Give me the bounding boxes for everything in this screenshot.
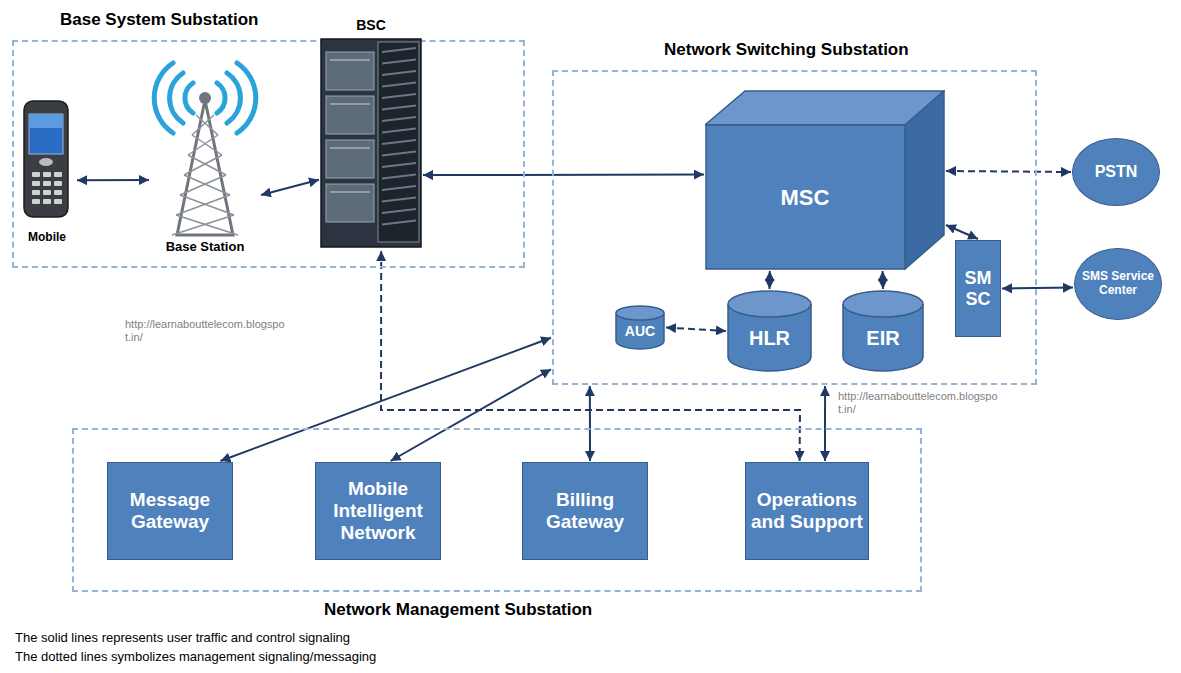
- node-label: PSTN: [1095, 163, 1138, 181]
- label-holder: EIR: [842, 318, 924, 358]
- illustration: [150, 55, 260, 240]
- connector: [391, 369, 551, 461]
- device-label: Base Station: [150, 239, 260, 254]
- node-label: AUC: [625, 323, 655, 339]
- node-label: Billing Gateway: [527, 489, 643, 533]
- region-heading: Base System Substation: [60, 10, 258, 30]
- node-label: SMS Service Center: [1081, 270, 1155, 298]
- connector: [589, 386, 591, 461]
- device-label: Mobile: [18, 230, 76, 244]
- label-holder: MSC: [705, 125, 905, 270]
- region-heading: Network Switching Substation: [664, 40, 909, 60]
- label-holder: AUC: [615, 321, 665, 342]
- legend-note: The dotted lines symbolizes management s…: [15, 649, 376, 665]
- device-label: BSC: [320, 17, 422, 33]
- bsc-cabinet: BSC: [320, 16, 422, 250]
- process-box: Message Gateway: [107, 462, 233, 560]
- database-cylinder: AUC: [615, 305, 665, 350]
- database-cylinder: HLR: [727, 290, 812, 372]
- msc-cube: MSC: [705, 90, 945, 270]
- legend-note: The solid lines represents user traffic …: [15, 630, 350, 646]
- connector: [882, 271, 884, 289]
- database-cylinder: EIR: [842, 290, 924, 372]
- connector: [769, 271, 771, 289]
- node-label: HLR: [749, 327, 790, 350]
- label-holder: HLR: [727, 318, 812, 358]
- node-label: Operations and Support: [750, 489, 864, 533]
- connector: [666, 328, 726, 332]
- connector: [824, 386, 826, 461]
- external-network-circle: SMS Service Center: [1074, 248, 1162, 320]
- substation-region: Network Switching SubstationMSCAUCHLREIR…: [552, 70, 1037, 385]
- connector: [946, 171, 1071, 172]
- substation-region: Base System SubstationMobileBase Station…: [12, 40, 525, 268]
- illustration: [320, 38, 422, 250]
- smsc-box: SM SC: [955, 240, 1001, 337]
- connector: [423, 174, 704, 177]
- connector: [261, 180, 319, 195]
- node-label: Message Gateway: [112, 489, 228, 533]
- connector: [1002, 287, 1073, 290]
- node-label: MSC: [781, 185, 830, 210]
- node-label: Mobile Intelligent Network: [320, 478, 436, 544]
- process-box: Mobile Intelligent Network: [315, 462, 441, 560]
- connector: [220, 338, 551, 461]
- connector: [77, 179, 149, 181]
- node-label: EIR: [866, 327, 899, 350]
- watermark: http://learnabouttelecom.blogspot.in/: [838, 390, 1003, 416]
- base-station-tower: Base Station: [150, 55, 260, 255]
- connector: [946, 225, 978, 239]
- mobile-phone: Mobile: [18, 95, 76, 250]
- illustration: [18, 100, 76, 220]
- illustration: [705, 90, 945, 270]
- region-heading: Network Management Substation: [324, 600, 592, 620]
- external-network-circle: PSTN: [1072, 138, 1160, 206]
- node-label: SM SC: [960, 268, 996, 309]
- watermark: http://learnabouttelecom.blogspot.in/: [125, 318, 290, 344]
- process-box: Operations and Support: [745, 462, 869, 560]
- process-box: Billing Gateway: [522, 462, 648, 560]
- substation-region: Network Management SubstationMessage Gat…: [72, 428, 922, 592]
